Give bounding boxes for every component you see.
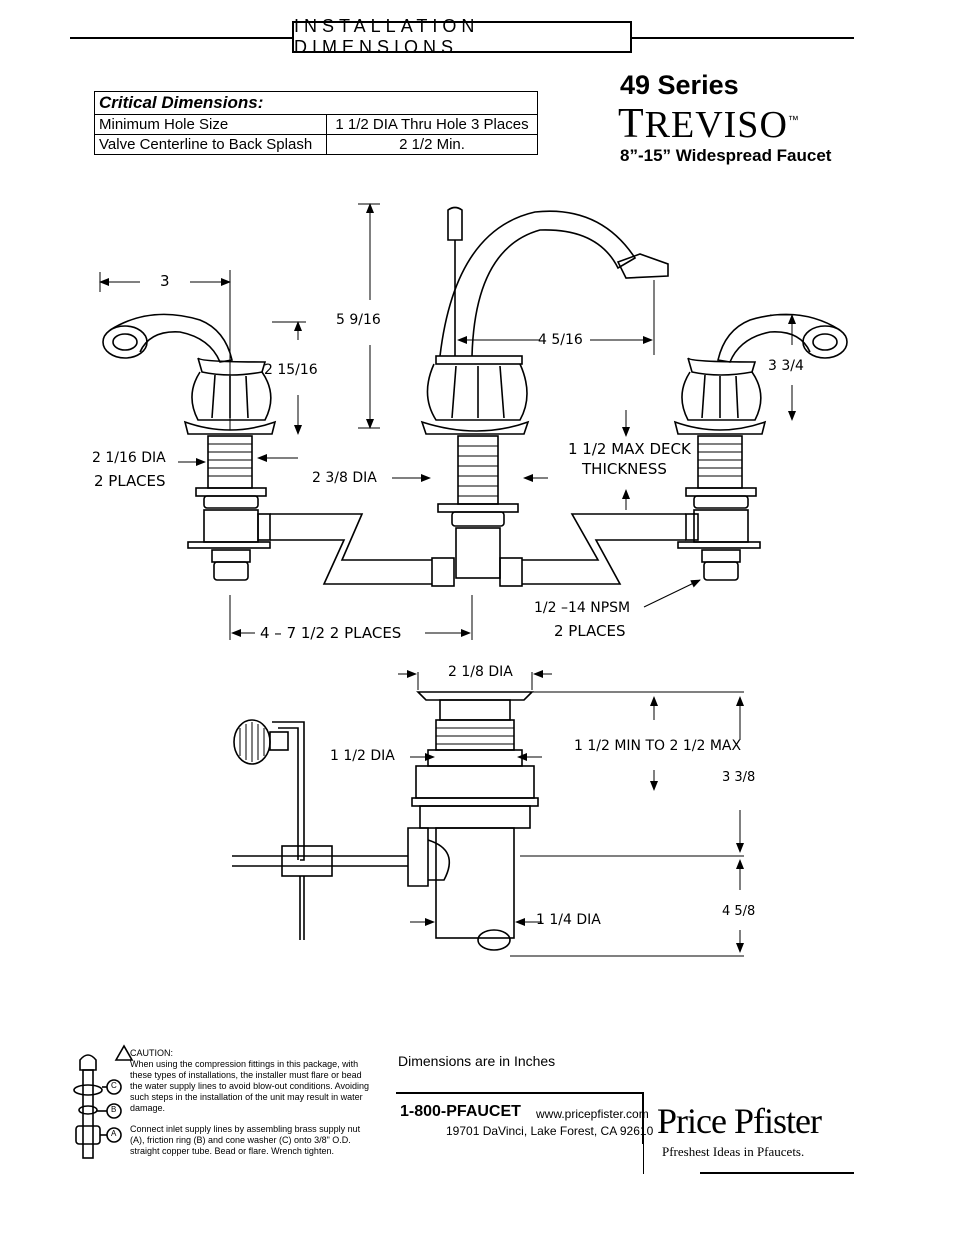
dim-handle-dia: 2 1/16 DIA — [92, 450, 166, 466]
dim-drain-flange-dia: 2 1/8 DIA — [448, 664, 513, 680]
caution-title: CAUTION: — [130, 1048, 174, 1058]
lift-rod-drawing — [232, 719, 408, 940]
logo-tagline: Pfreshest Ideas in Pfaucets. — [662, 1144, 805, 1159]
header-rule-left — [70, 37, 292, 39]
fitting-label-a: A — [111, 1129, 117, 1138]
table-cell-label: Valve Centerline to Back Splash — [94, 134, 327, 155]
page-title: INSTALLATION DIMENSIONS — [292, 16, 632, 57]
table-cell-label: Minimum Hole Size — [94, 114, 327, 135]
dim-drain-height-upper: 3 3/8 — [722, 770, 756, 785]
website-url: www.pricepfister.com — [536, 1107, 649, 1121]
dim-drain-body-dia: 1 1/2 DIA — [330, 748, 395, 764]
dim-tailpiece-dia: 1 1/4 DIA — [536, 912, 601, 928]
dim-right-handle-height: 3 3/4 — [768, 358, 804, 374]
table-cell-value: 2 1/2 Min. — [326, 134, 538, 155]
dim-spout-height: 5 9/16 — [336, 312, 381, 328]
logo-box — [643, 1098, 855, 1174]
product-name: TREVISO™ — [618, 100, 800, 148]
dim-npsm: 1/2 –14 NPSM — [534, 600, 631, 616]
caution-instructions: Connect inlet supply lines by assembling… — [130, 1124, 361, 1156]
fitting-label-b: B — [111, 1105, 117, 1114]
drain-drawing — [407, 691, 539, 951]
caution-text: When using the compression fittings in t… — [130, 1059, 369, 1113]
connecting-tubes — [257, 513, 699, 587]
product-name-rest: REVISO — [644, 104, 788, 146]
left-handle-drawing — [102, 313, 277, 581]
dim-handle-places: 2 PLACES — [94, 472, 166, 490]
company-address: 19701 DaVinci, Lake Forest, CA 92610 — [446, 1124, 654, 1138]
footer-rule — [700, 1172, 854, 1174]
spout-drawing — [420, 206, 669, 579]
dim-handle-height: 2 15/16 — [264, 362, 318, 378]
product-name-initial: T — [618, 101, 645, 147]
dim-npsm-places: 2 PLACES — [554, 622, 626, 640]
price-pfister-logo: Price Pfister — [657, 1101, 822, 1141]
dim-handle-width: 3 — [160, 272, 170, 290]
dim-spread: 4 – 7 1/2 2 PLACES — [260, 624, 402, 642]
table-row: Valve Centerline to Back Splash 2 1/2 Mi… — [94, 134, 538, 155]
compression-fitting-drawing — [73, 1044, 134, 1159]
right-handle-drawing — [673, 313, 848, 581]
phone-number: 1-800-PFAUCET — [400, 1103, 521, 1120]
table-row: Minimum Hole Size 1 1/2 DIA Thru Hole 3 … — [94, 114, 538, 135]
dim-drain-range: 1 1/2 MIN TO 2 1/2 MAX — [574, 738, 742, 754]
dim-drain-height-lower: 4 5/8 — [722, 904, 756, 919]
dim-deck-thickness-2: THICKNESS — [582, 460, 667, 478]
dim-spout-reach: 4 5/16 — [538, 332, 583, 348]
trademark-symbol: ™ — [787, 114, 800, 127]
fitting-label-c: C — [111, 1081, 117, 1090]
dim-deck-thickness-1: 1 1/2 MAX DECK — [568, 440, 691, 458]
product-subtitle: 8”-15” Widespread Faucet — [620, 146, 832, 165]
dim-spout-dia: 2 3/8 DIA — [312, 470, 377, 486]
table-cell-value: 1 1/2 DIA Thru Hole 3 Places — [326, 114, 538, 135]
series-title: 49 Series — [620, 70, 739, 100]
critical-dimensions-table: Critical Dimensions: Minimum Hole Size 1… — [94, 91, 538, 155]
caution-notice: CAUTION: When using the compression fitt… — [130, 1048, 370, 1157]
units-note: Dimensions are in Inches — [398, 1053, 556, 1069]
header-rule-right — [632, 37, 854, 39]
